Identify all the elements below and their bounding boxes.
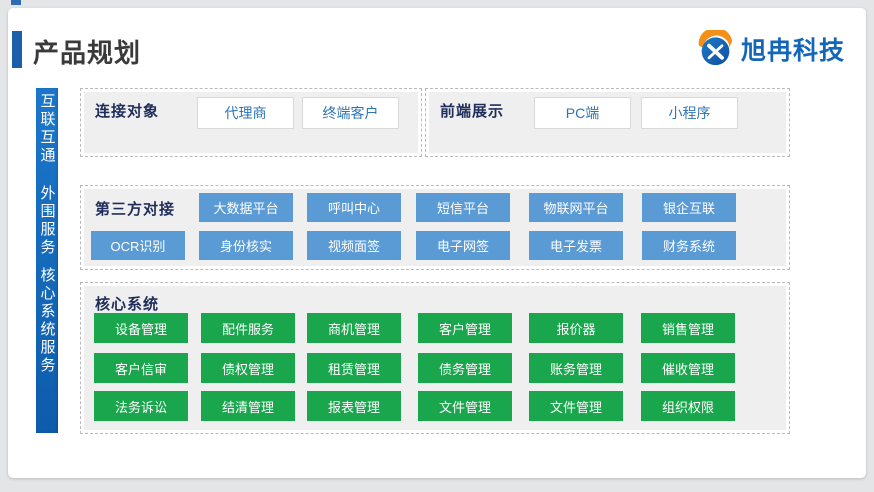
sidebar-group-interconnect: 互联互通 bbox=[38, 93, 56, 165]
core-node: 客户管理 bbox=[418, 313, 512, 343]
section-title-core: 核心系统 bbox=[95, 296, 160, 313]
core-node: 配件服务 bbox=[201, 313, 295, 343]
section-core-system: 核心系统 设备管理 配件服务 商机管理 客户管理 报价器 销售管理 客户信审 债… bbox=[80, 282, 790, 434]
section-title-connect: 连接对象 bbox=[95, 103, 160, 120]
frontend-node: 小程序 bbox=[641, 97, 738, 129]
thirdparty-node: 短信平台 bbox=[416, 193, 510, 222]
frontend-node: PC端 bbox=[534, 97, 631, 129]
thirdparty-node: 大数据平台 bbox=[199, 193, 293, 222]
top-edge-chip bbox=[11, 0, 21, 5]
thirdparty-node: 呼叫中心 bbox=[307, 193, 401, 222]
core-node: 销售管理 bbox=[641, 313, 735, 343]
company-logo: 旭冉科技 bbox=[697, 30, 845, 67]
channel-node: 终端客户 bbox=[302, 97, 399, 129]
thirdparty-node: 物联网平台 bbox=[529, 193, 623, 222]
core-node: 报价器 bbox=[529, 313, 623, 343]
core-node: 文件管理 bbox=[529, 391, 623, 421]
core-node: 设备管理 bbox=[94, 313, 188, 343]
thirdparty-node: 电子网签 bbox=[416, 231, 510, 260]
section-frontend-display: 前端展示 PC端 小程序 bbox=[425, 88, 790, 157]
thirdparty-node: 视频面签 bbox=[307, 231, 401, 260]
core-node: 组织权限 bbox=[641, 391, 735, 421]
core-node: 租赁管理 bbox=[307, 353, 401, 383]
core-node: 商机管理 bbox=[307, 313, 401, 343]
section-title-frontend: 前端展示 bbox=[440, 103, 505, 120]
thirdparty-node: 身份核实 bbox=[199, 231, 293, 260]
section-title-third-party: 第三方对接 bbox=[95, 201, 176, 218]
thirdparty-node: 银企互联 bbox=[642, 193, 736, 222]
title-accent-bar bbox=[12, 31, 22, 68]
core-node: 账务管理 bbox=[529, 353, 623, 383]
section-connect-targets: 连接对象 代理商 终端客户 bbox=[80, 88, 422, 157]
thirdparty-node: 电子发票 bbox=[529, 231, 623, 260]
core-node: 结清管理 bbox=[201, 391, 295, 421]
core-node: 债务管理 bbox=[418, 353, 512, 383]
thirdparty-node: 财务系统 bbox=[642, 231, 736, 260]
sidebar-group-peripheral: 外围服务 bbox=[38, 185, 56, 257]
core-node: 文件管理 bbox=[418, 391, 512, 421]
core-node: 债权管理 bbox=[201, 353, 295, 383]
core-node: 客户信审 bbox=[94, 353, 188, 383]
page-title: 产品规划 bbox=[33, 38, 142, 68]
section-third-party: 第三方对接 大数据平台 呼叫中心 短信平台 物联网平台 银企互联 OCR识别 身… bbox=[80, 185, 790, 270]
logo-text: 旭冉科技 bbox=[741, 36, 846, 65]
core-node: 报表管理 bbox=[307, 391, 401, 421]
channel-node: 代理商 bbox=[197, 97, 294, 129]
category-sidebar: 互联互通 外围服务 核心系统服务 bbox=[36, 88, 58, 433]
core-node: 法务诉讼 bbox=[94, 391, 188, 421]
thirdparty-node: OCR识别 bbox=[91, 231, 185, 260]
core-node: 催收管理 bbox=[641, 353, 735, 383]
sidebar-group-core: 核心系统服务 bbox=[38, 267, 56, 375]
logo-icon bbox=[698, 30, 733, 66]
